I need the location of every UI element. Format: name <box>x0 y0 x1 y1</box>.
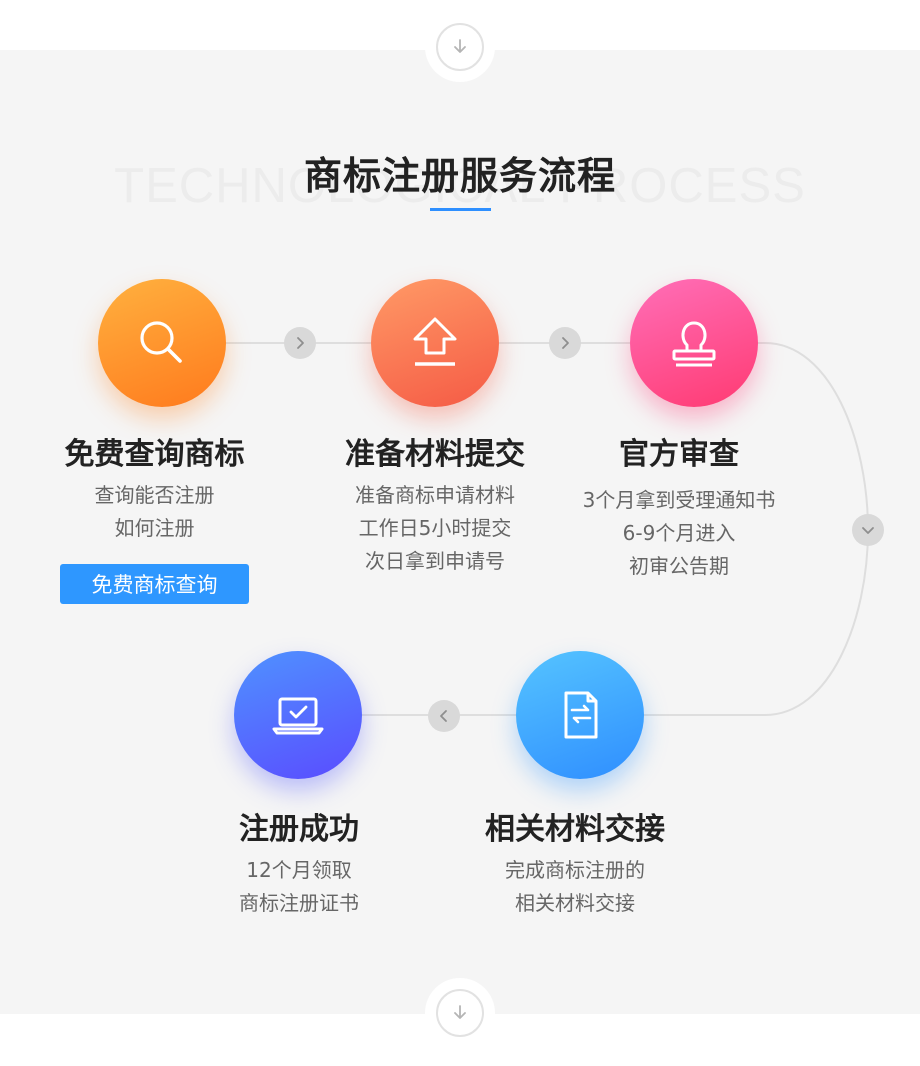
chevron-left-icon <box>440 710 447 722</box>
step-4-desc-line-2: 相关材料交接 <box>515 891 635 915</box>
next-arrow-2 <box>549 327 581 359</box>
next-arrow-4 <box>428 700 460 732</box>
step-1-circle <box>98 279 226 407</box>
step-2-title: 准备材料提交 <box>345 437 525 472</box>
step-1-desc-line-2: 如何注册 <box>114 516 195 540</box>
chevron-right-icon <box>297 337 304 349</box>
search-icon <box>140 321 182 363</box>
step-5-desc-line-1: 12个月领取 <box>246 858 352 882</box>
laptop-check-icon <box>272 697 324 735</box>
step-3-desc-line-3: 初审公告期 <box>629 554 729 578</box>
page-title: 商标注册服务流程 <box>303 154 616 198</box>
step-2-desc-line-3: 次日拿到申请号 <box>365 549 505 573</box>
step-3-circle <box>630 279 758 407</box>
step-1-desc-line-1: 查询能否注册 <box>94 483 215 507</box>
chevron-down-icon <box>862 527 874 534</box>
free-trademark-query-button[interactable]: 免费商标查询 <box>60 564 249 604</box>
scroll-down-top[interactable] <box>425 12 495 82</box>
step-5-circle <box>234 651 362 779</box>
step-5-desc-line-2: 商标注册证书 <box>239 891 359 915</box>
section-watermark: TECHNOLOGICAL PROCESS <box>114 159 806 213</box>
stamp-icon <box>672 321 716 367</box>
scroll-down-bottom[interactable] <box>425 978 495 1048</box>
step-5-title: 注册成功 <box>239 812 359 847</box>
next-arrow-3 <box>852 514 884 546</box>
step-4-title: 相关材料交接 <box>485 812 665 847</box>
step-3-desc-line-2: 6-9个月进入 <box>622 521 736 545</box>
document-exchange-icon <box>564 691 598 739</box>
arrow-down-icon <box>454 39 466 53</box>
upload-icon <box>413 317 457 366</box>
step-2-circle <box>371 279 499 407</box>
step-1-title: 免费查询商标 <box>64 437 245 472</box>
next-arrow-1 <box>284 327 316 359</box>
step-4-circle <box>516 651 644 779</box>
chevron-right-icon <box>562 337 569 349</box>
step-3-desc-line-1: 3个月拿到受理通知书 <box>582 488 776 512</box>
arrow-down-icon <box>454 1005 466 1019</box>
step-4-desc-line-1: 完成商标注册的 <box>505 858 645 882</box>
step-3-title: 官方审查 <box>619 437 739 472</box>
step-2-desc-line-1: 准备商标申请材料 <box>355 483 515 507</box>
step-2-desc-line-2: 工作日5小时提交 <box>358 516 512 540</box>
title-underline <box>430 208 491 211</box>
